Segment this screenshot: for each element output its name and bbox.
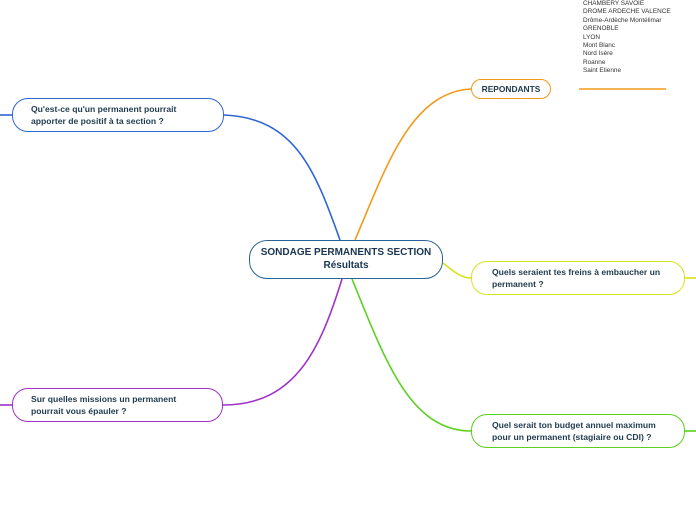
respondent-item[interactable]: Saint Etienne: [583, 67, 622, 75]
respondent-item[interactable]: Mont Blanc: [583, 42, 615, 50]
link-missions: [222, 278, 343, 406]
respondent-item[interactable]: Roanne: [583, 58, 606, 66]
topic-apport-line2: apporter de positif à ta section ?: [31, 116, 164, 126]
link-budget: [351, 278, 472, 432]
respondent-item[interactable]: Drôme-Ardèche Montélimar: [583, 16, 662, 24]
link-freins: [442, 262, 472, 279]
topic-freins-line1: Quels seraient tes freins à embaucher un: [492, 267, 661, 277]
topic-budget[interactable]: Quel serait ton budget annuel maximum po…: [471, 414, 685, 448]
topic-missions-line1: Sur quelles missions un permanent: [31, 394, 177, 404]
central-topic-subtitle: Résultats: [323, 259, 369, 271]
topic-repondants-label: REPONDANTS: [481, 84, 541, 94]
respondent-item[interactable]: DROME ARDECHE VALENCE: [583, 8, 671, 16]
respondent-item[interactable]: GRENOBLE: [583, 25, 619, 33]
link-repondants: [354, 88, 472, 241]
respondent-item[interactable]: LYON: [583, 33, 600, 41]
topic-freins[interactable]: Quels seraient tes freins à embaucher un…: [471, 261, 685, 295]
link-apport: [223, 114, 341, 241]
respondent-item[interactable]: CHAMBERY SAVOIE: [583, 0, 645, 7]
respondent-item[interactable]: Nord Isère: [583, 50, 613, 58]
topic-repondants[interactable]: REPONDANTS: [471, 79, 551, 99]
topic-apport-line1: Qu'est-ce qu'un permanent pourrait: [31, 104, 177, 114]
respondents-list: CHAMBERY SAVOIE DROME ARDECHE VALENCE Dr…: [583, 0, 671, 76]
topic-missions[interactable]: Sur quelles missions un permanent pourra…: [12, 388, 223, 422]
central-topic-title: SONDAGE PERMANENTS SECTION: [260, 247, 432, 258]
topic-missions-line2: pourrait vous épauler ?: [31, 406, 127, 416]
topic-apport[interactable]: Qu'est-ce qu'un permanent pourrait appor…: [12, 98, 224, 132]
topic-budget-line1: Quel serait ton budget annuel maximum: [492, 420, 656, 430]
topic-budget-line2: pour un permanent (stagiaire ou CDI) ?: [492, 432, 652, 442]
topic-freins-line2: permanent ?: [492, 279, 544, 289]
central-topic[interactable]: SONDAGE PERMANENTS SECTION Résultats: [249, 240, 443, 279]
